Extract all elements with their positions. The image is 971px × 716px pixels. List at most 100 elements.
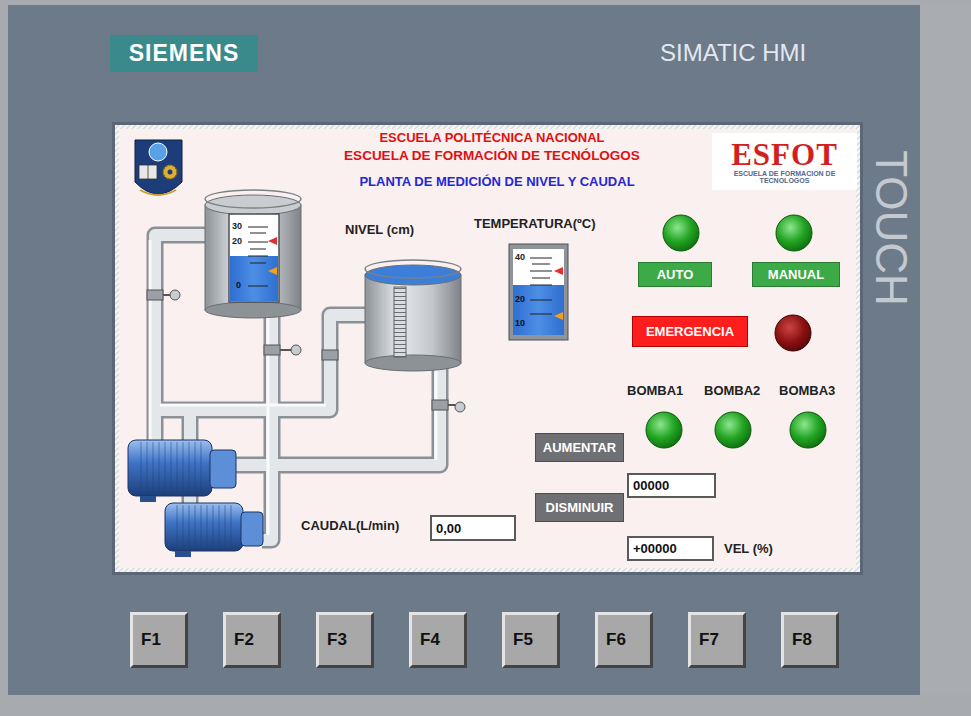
temperature-gauge-part — [554, 312, 563, 320]
node-text: F5 — [513, 630, 533, 650]
university-crest-part — [140, 190, 176, 195]
node-text: EMERGENCIA — [646, 324, 734, 339]
node-text: F4 — [420, 630, 440, 650]
university-crest-part — [168, 170, 173, 175]
tank-2-part — [394, 287, 406, 357]
temperature-gauge-part-part — [530, 314, 552, 315]
valves-part — [170, 290, 180, 300]
pump-motors-part — [165, 503, 243, 551]
pipes-part-part — [262, 308, 272, 540]
tank-1-part — [205, 190, 301, 208]
tank-2-part — [365, 275, 461, 363]
node-text: F2 — [234, 630, 254, 650]
temperature-gauge-part — [554, 267, 563, 275]
tank-1-part-part — [250, 249, 266, 250]
school-logo: ESFOTESCUELA DE FORMACION DE TECNOLOGOS — [712, 133, 857, 190]
function-key: F8 — [781, 612, 839, 668]
university-crest — [135, 140, 182, 195]
temperature-gauge-part — [513, 249, 564, 335]
valves-part — [280, 349, 292, 351]
header-text: ESCUELA DE FORMACIÓN DE TECNÓLOGOS — [344, 149, 640, 164]
temperature-gauge-part-part — [530, 285, 552, 286]
mode-button: AUTO — [638, 262, 712, 287]
node-text: +00000 — [633, 541, 677, 556]
tank-1-part-part — [248, 256, 268, 257]
tank-2-part — [365, 260, 461, 278]
node-text: F7 — [699, 630, 719, 650]
value-label: TEMPERATURA(ºC) — [474, 217, 596, 231]
node-text: SIEMENS — [129, 40, 240, 67]
node-text: DISMINUIR — [546, 500, 614, 515]
speed-button: DISMINUIR — [535, 493, 624, 522]
pump-motors-part — [136, 442, 206, 494]
valves-part — [432, 400, 448, 410]
node-text: F8 — [792, 630, 812, 650]
node-text: ESFOT — [731, 139, 838, 170]
valves-part — [264, 345, 280, 355]
mode-button: MANUAL — [752, 262, 840, 287]
university-crest-part — [148, 165, 149, 179]
tank-1-part — [205, 205, 301, 310]
indicator-lamps-part — [646, 412, 682, 448]
product-name: SIMATIC HMI — [660, 40, 806, 66]
io-field: +00000 — [627, 536, 714, 561]
product-name: TOUCH — [867, 150, 915, 306]
indicator-lamps-part — [790, 412, 826, 448]
header-text: ESCUELA POLITÉCNICA NACIONAL — [379, 131, 604, 145]
university-crest-part — [135, 140, 182, 194]
node-text: AUTO — [657, 267, 694, 282]
temperature-gauge-part-part — [532, 264, 550, 265]
temperature-gauge-part-part — [530, 271, 552, 272]
university-crest-part — [139, 165, 157, 179]
temperature-gauge-part — [513, 285, 564, 335]
scale-number: 20 — [232, 237, 242, 247]
pump-motors — [128, 440, 263, 557]
screen-part — [115, 125, 860, 572]
node-text: 00000 — [633, 478, 669, 493]
pipes-part-part — [262, 308, 272, 540]
university-crest-part — [149, 143, 167, 161]
tank-1-part — [229, 214, 279, 302]
function-key: F4 — [409, 612, 467, 668]
scale-number: 10 — [515, 319, 525, 329]
node-text: 0,00 — [436, 521, 461, 536]
tank-1-part-part — [248, 286, 268, 287]
pump-motors-part — [128, 440, 212, 496]
pipes-part-part — [149, 240, 152, 445]
tank-1-part — [248, 227, 268, 286]
temperature-gauge-part — [509, 244, 568, 340]
value-label: NIVEL (cm) — [345, 223, 414, 237]
temperature-gauge-part-part — [530, 258, 552, 259]
valves-part — [322, 350, 338, 360]
node-text: MANUAL — [768, 267, 824, 282]
tank-1-part — [268, 267, 277, 275]
pump-motors-part — [140, 496, 156, 502]
function-key: F2 — [223, 612, 281, 668]
pipes-part-part — [235, 362, 440, 465]
pipes-part-part — [155, 235, 210, 448]
hmi-bezel-part — [112, 122, 863, 575]
value-label: VEL (%) — [724, 542, 773, 556]
temperature-gauge-part-part — [530, 300, 552, 301]
function-key: F3 — [316, 612, 374, 668]
scale-number: 0 — [236, 281, 241, 291]
node-text: F6 — [606, 630, 626, 650]
pipes-part-part — [435, 366, 438, 460]
function-key: F7 — [688, 612, 746, 668]
function-key: F1 — [130, 612, 188, 668]
tank-1-part-part — [250, 263, 266, 264]
node-subtext: ESCUELA DE FORMACION DE TECNOLOGOS — [733, 170, 837, 185]
tank-1 — [205, 190, 301, 318]
scale-number: 20 — [515, 295, 525, 305]
node-text: F3 — [327, 630, 347, 650]
header-text: PLANTA DE MEDICIÓN DE NIVEL Y CAUDAL — [359, 175, 634, 189]
pump-motors-part — [172, 505, 236, 549]
indicator-lamps-part — [663, 215, 699, 251]
pump-motors-part — [241, 512, 263, 546]
brand-logo: SIEMENS — [110, 35, 258, 72]
io-field: 00000 — [627, 473, 716, 498]
pump-label: BOMBA3 — [779, 384, 835, 398]
